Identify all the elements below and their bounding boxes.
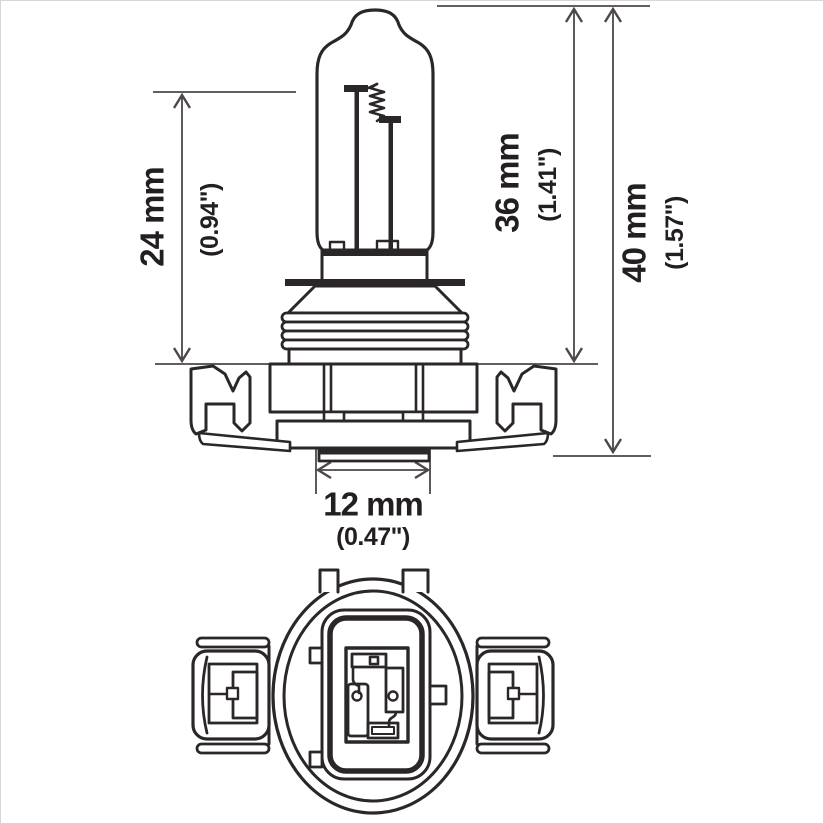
side-view <box>189 8 558 463</box>
wing-housing-curve <box>201 655 209 735</box>
connector-inner-shell <box>327 615 425 774</box>
pinch-seal-tabs <box>328 239 400 252</box>
flange-lower-block <box>275 419 472 450</box>
dimension-labels: 24 mm (0.94") 36 mm (1.41") 40 mm (1.57"… <box>134 133 690 551</box>
mounting-flange <box>268 362 479 463</box>
wing-rail-top <box>195 636 271 649</box>
arrowhead-24mm-down <box>172 347 192 364</box>
wing-rail-bottom <box>475 742 551 755</box>
bottom-view <box>191 568 555 815</box>
wing-hook <box>495 364 558 436</box>
terminal-right <box>384 666 405 714</box>
terminal-bar-top <box>350 652 388 669</box>
arrowhead-40mm-down <box>603 438 623 455</box>
label-36mm: 36 mm <box>489 133 526 233</box>
retaining-wing-left <box>189 364 292 453</box>
electrode-clamp-left <box>344 85 368 92</box>
keying-tab-top-left <box>308 646 324 665</box>
label-12mm: 12 mm <box>323 486 423 523</box>
keying-tab-right <box>428 684 448 706</box>
arrowhead-36mm-up <box>564 6 584 23</box>
wing-housing-curve <box>537 655 545 735</box>
index-tab-left <box>318 568 340 594</box>
arrowhead-40mm-up <box>603 6 623 23</box>
arrowhead-12mm-left <box>315 460 332 480</box>
terminal-hole-right <box>387 690 399 702</box>
terminal-left <box>346 682 370 738</box>
arrowhead-24mm-up <box>172 92 192 109</box>
flange-slots <box>322 362 425 414</box>
label-24mm-inches: (0.94") <box>196 183 224 257</box>
label-40mm: 40 mm <box>616 183 653 283</box>
housing-inner-ring <box>282 589 464 803</box>
wing-arm <box>197 431 292 453</box>
electrode-clamp-right <box>379 116 401 123</box>
label-12mm-inches: (0.47") <box>336 523 410 551</box>
label-40mm-inches: (1.57") <box>661 196 689 270</box>
terminal-bar-bottom-inner <box>371 726 395 735</box>
base-cylinder <box>287 347 463 366</box>
terminal-bar-bottom <box>366 721 400 740</box>
filament-coil <box>368 82 386 123</box>
label-36mm-inches: (1.41") <box>534 148 562 222</box>
wing-hook <box>189 364 252 436</box>
base-cone <box>286 284 464 315</box>
base-brim-disc <box>285 279 465 286</box>
base-collar-seal-band <box>322 250 427 256</box>
keying-tab-bottom-left <box>308 750 324 769</box>
flange-body <box>268 362 479 414</box>
index-tab-right <box>401 568 430 594</box>
base-ribs <box>280 311 470 351</box>
filament-assembly <box>344 82 401 250</box>
wing-arm <box>455 431 550 453</box>
arrowhead-12mm-right <box>414 460 431 480</box>
terminal-bar-top-notch <box>368 655 380 666</box>
base-plug-band <box>319 448 429 455</box>
retaining-wing-right <box>455 364 558 453</box>
wing-pin-tip <box>506 686 521 701</box>
electrode-post-right <box>388 122 393 250</box>
terminal-wing-left <box>191 636 271 755</box>
arrowhead-36mm-down <box>564 347 584 364</box>
connector-terminals <box>346 652 405 740</box>
label-24mm: 24 mm <box>134 167 171 267</box>
dimension-annotations <box>153 5 651 494</box>
wing-pin-tip <box>225 686 240 701</box>
central-connector <box>308 608 448 781</box>
terminal-wing-right <box>475 636 555 755</box>
electrode-post-left <box>354 92 359 250</box>
wing-rail-bottom <box>195 742 271 755</box>
wing-rail-top <box>475 636 551 649</box>
terminal-hole-left <box>351 690 363 702</box>
glass-envelope <box>315 8 435 254</box>
